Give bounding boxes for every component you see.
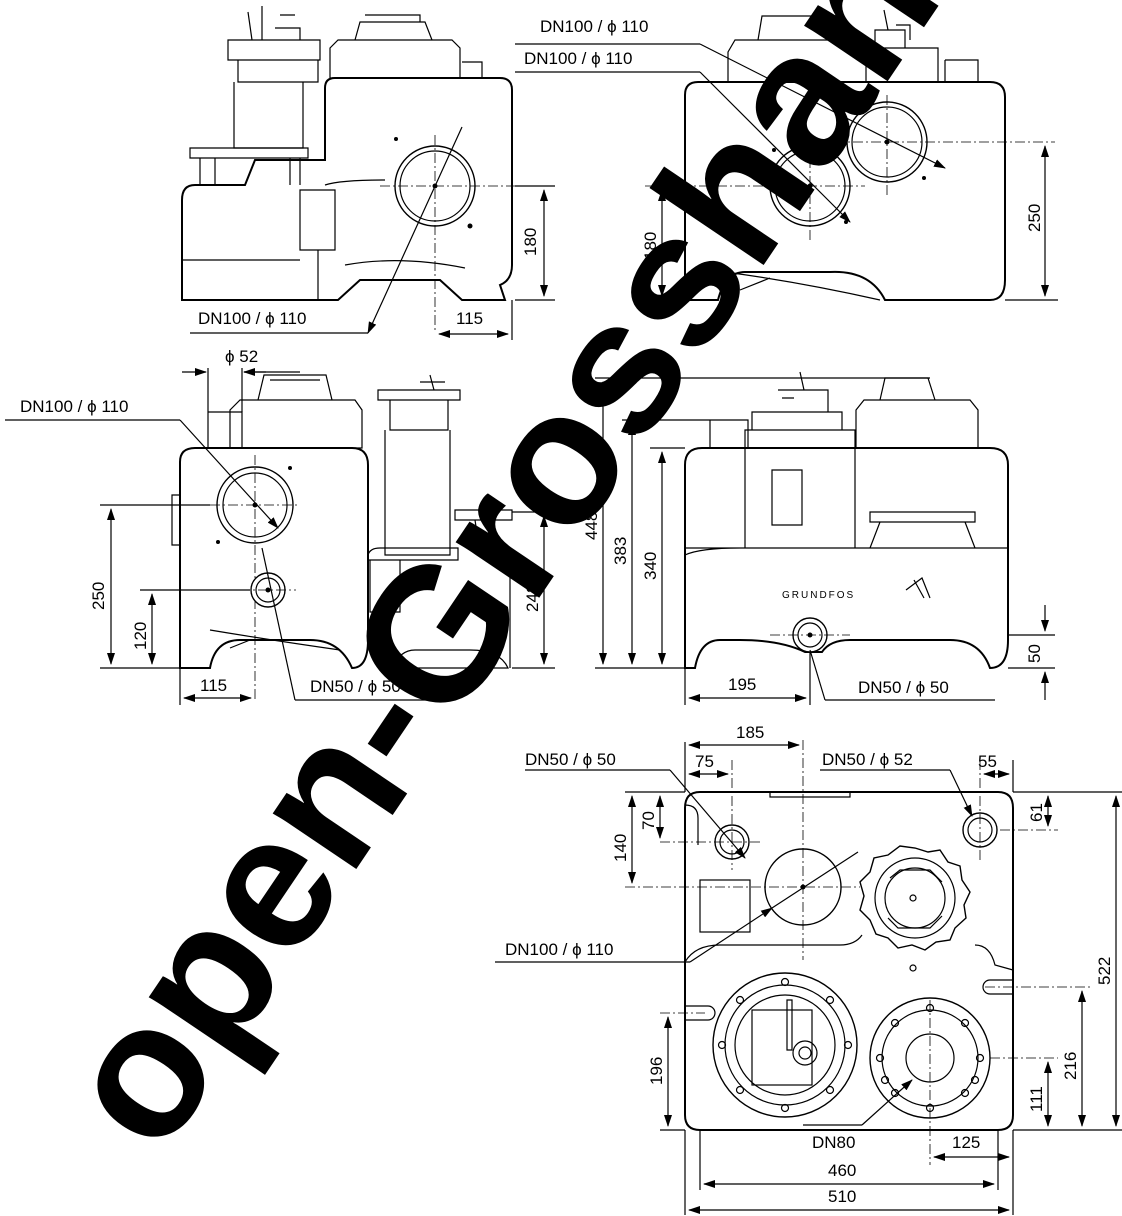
- top-dn80-label: DN80: [812, 1133, 855, 1152]
- brand-x-icon: [905, 577, 931, 599]
- top-dim-522: 522: [1095, 957, 1114, 985]
- top-dim-55: 55: [978, 752, 997, 771]
- side-right-drain-label: DN50 / ϕ 50: [858, 678, 949, 697]
- view-front-right: [515, 9, 1058, 301]
- front-right-inlet-mid-label: DN100 / ϕ 110: [524, 49, 632, 68]
- top-dim-140: 140: [611, 834, 630, 862]
- front-right-inlet-top-label: DN100 / ϕ 110: [540, 17, 648, 36]
- side-left-dim-115: 115: [200, 676, 227, 695]
- top-dim-111: 111: [1027, 1086, 1046, 1112]
- top-dn50-left-label: DN50 / ϕ 50: [525, 750, 616, 769]
- top-dn50-right-label: DN50 / ϕ 52: [822, 750, 913, 769]
- top-dim-185: 185: [736, 723, 764, 742]
- side-right-dim-448: 448: [582, 512, 601, 540]
- top-dim-61: 61: [1027, 803, 1046, 822]
- side-left-dim-120: 120: [131, 622, 150, 650]
- side-right-dim-195: 195: [728, 675, 756, 694]
- top-dim-75: 75: [695, 752, 714, 771]
- view-front-left: [181, 6, 555, 340]
- view-top: [495, 740, 1122, 1215]
- front-left-outlet-label: DN100 / ϕ 110: [198, 309, 306, 328]
- side-right-dim-383: 383: [611, 537, 630, 565]
- top-dim-196: 196: [647, 1057, 666, 1085]
- top-dim-216: 216: [1061, 1052, 1080, 1080]
- top-dn100-label: DN100 / ϕ 110: [505, 940, 613, 959]
- front-right-dim-250: 250: [1025, 204, 1044, 232]
- side-left-dim-250: 250: [89, 582, 108, 610]
- view-side-left: [5, 368, 555, 705]
- front-left-dim-180: 180: [521, 228, 540, 256]
- top-dim-460: 460: [828, 1161, 856, 1180]
- brand-logo: GRUNDFOS: [782, 590, 855, 601]
- top-dim-70: 70: [639, 811, 658, 830]
- side-left-dim-242: 242: [523, 584, 542, 612]
- side-right-dim-340: 340: [641, 552, 660, 580]
- top-dim-125: 125: [952, 1133, 980, 1152]
- top-dim-510: 510: [828, 1187, 856, 1206]
- side-left-vent-label: ϕ 52: [225, 347, 258, 366]
- side-left-inlet-label: DN100 / ϕ 110: [20, 397, 128, 416]
- view-side-right: GRUNDFOS: [595, 371, 1055, 705]
- side-right-dim-50: 50: [1025, 644, 1044, 663]
- front-left-dim-115: 115: [456, 309, 483, 328]
- side-left-drain-label: DN50 / ϕ 50: [310, 677, 401, 696]
- front-right-dim-180: 180: [641, 232, 660, 260]
